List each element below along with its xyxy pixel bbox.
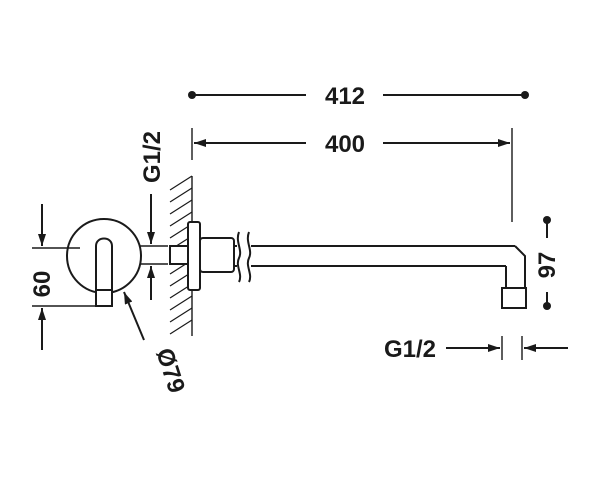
flange-height-label: 60 (29, 271, 56, 298)
arm-length-label: 400 (325, 131, 365, 158)
dimension-arm-length: 400 (191, 128, 513, 222)
outlet-end (501, 287, 527, 309)
total-length-label: 412 (325, 83, 365, 110)
dimension-outlet-thread: G1/2 (384, 336, 568, 363)
dimension-endpoint-right (521, 91, 529, 99)
shower-arm-side-view (169, 221, 527, 309)
dimension-inlet-thread: G1/2 (139, 131, 168, 300)
dimension-total-length: 412 (188, 83, 529, 110)
drop-endpoint-bottom (543, 302, 551, 310)
dimension-flange-height: 60 (29, 204, 96, 350)
flange-diameter-label: Ø79 (150, 345, 190, 396)
outlet-thread-label: G1/2 (384, 336, 436, 363)
arm-collar (199, 237, 235, 273)
arm-front-profile (95, 237, 113, 291)
inlet-thread-label: G1/2 (139, 131, 166, 183)
flange-front-view (66, 218, 142, 307)
inlet-connector (169, 245, 189, 265)
arm-front-outlet (95, 289, 113, 307)
drop-height-label: 97 (534, 252, 561, 279)
dimension-flange-diameter: Ø79 (123, 291, 190, 396)
dimension-drop-height: 97 (534, 216, 561, 310)
wall-flange (187, 221, 201, 291)
arm-break-mark (236, 231, 242, 283)
